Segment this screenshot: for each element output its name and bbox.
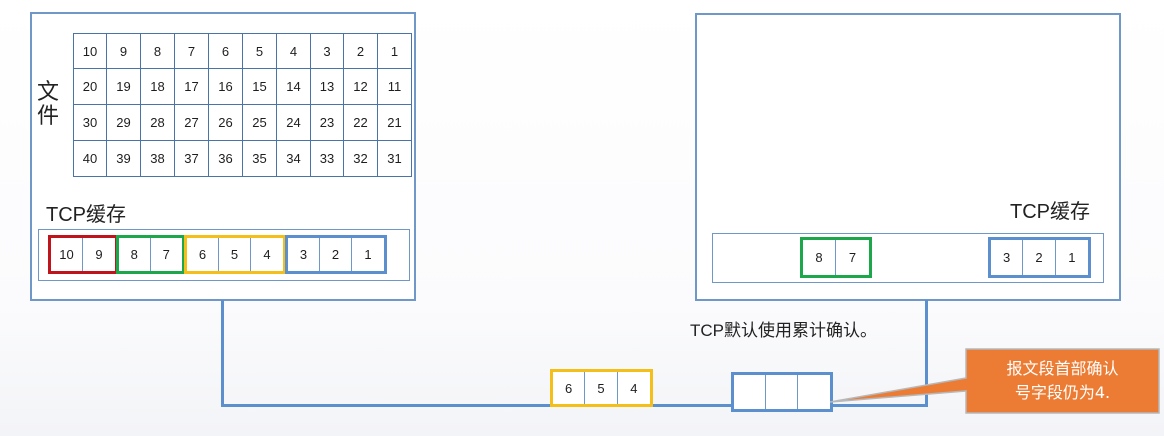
segment-byte-cell: 10: [51, 238, 83, 271]
file-cell: 20: [74, 69, 107, 105]
file-cell: 9: [107, 34, 141, 69]
file-cell: 26: [209, 105, 243, 141]
callout-text: 报文段首部确认 号字段仍为4.: [1006, 359, 1119, 402]
segment-byte-cell: 7: [162, 247, 170, 262]
file-cell: 11: [378, 69, 411, 105]
file-cell: 32: [344, 141, 378, 176]
file-cell: 25: [243, 105, 277, 141]
segment-byte-cell: 3: [991, 240, 1024, 275]
segment-byte-cell: 6: [553, 372, 586, 404]
file-cell: 7: [175, 34, 209, 69]
file-cell: 24: [277, 105, 311, 141]
file-cell: 17: [175, 69, 209, 105]
sender-buffer-title: TCP缓存: [46, 204, 126, 226]
file-cell: 23: [311, 105, 344, 141]
file-cell: 28: [141, 105, 175, 141]
file-cell: 15: [243, 69, 277, 105]
segment-byte-cell: 6: [187, 238, 219, 271]
segment-byte-cell: 2: [1023, 240, 1056, 275]
segment-byte-cell: 7: [848, 250, 857, 265]
segment-byte-cell: [766, 375, 798, 409]
segment-byte-cell: 1: [364, 247, 372, 262]
file-cell: 30: [74, 105, 107, 141]
file-cell: 13: [311, 69, 344, 105]
file-cell: 2: [344, 34, 378, 69]
cumulative-ack-note: TCP默认使用累计确认。: [690, 321, 877, 340]
file-label: 文 件: [36, 80, 59, 129]
file-cell: 37: [175, 141, 209, 176]
link-sender-vertical: [221, 300, 224, 407]
segment-byte-cell: 5: [585, 372, 618, 404]
file-cell: 3: [311, 34, 344, 69]
file-cell: 38: [141, 141, 175, 176]
segment-byte-cell: 9: [95, 247, 103, 262]
link-receiver-vertical: [925, 300, 928, 407]
file-cell: 27: [175, 105, 209, 141]
file-cell: 36: [209, 141, 243, 176]
file-cell: 35: [243, 141, 277, 176]
file-cell: 4: [277, 34, 311, 69]
callout-pointer-balloon: [829, 348, 1160, 414]
segment-byte-cell: 1: [1068, 250, 1076, 265]
segment-byte-cell: 2: [320, 238, 352, 271]
file-cell: 14: [277, 69, 311, 105]
file-cell: 19: [107, 69, 141, 105]
file-cell: 10: [74, 34, 107, 69]
file-cell: 34: [277, 141, 311, 176]
segment-byte-cell: 8: [119, 238, 151, 271]
segment-byte-cell: 8: [803, 240, 836, 275]
segment-byte-cell: 4: [630, 380, 638, 396]
in-transit-ack-segment: [731, 372, 833, 412]
file-cell: 39: [107, 141, 141, 176]
file-cell: 18: [141, 69, 175, 105]
segment-byte-cell: 4: [263, 247, 271, 262]
file-cell: 22: [344, 105, 378, 141]
segment-byte-cell: 3: [288, 238, 320, 271]
file-cell: 8: [141, 34, 175, 69]
file-cell: 31: [387, 151, 402, 166]
file-cell: 5: [243, 34, 277, 69]
segment-byte-cell: [734, 375, 766, 409]
file-cell: 21: [378, 105, 411, 141]
segment-byte-cell: 5: [219, 238, 251, 271]
file-cell: 29: [107, 105, 141, 141]
file-cell: 33: [311, 141, 344, 176]
file-cell: 1: [378, 34, 411, 69]
file-cell: 12: [344, 69, 378, 105]
file-cell: 6: [209, 34, 243, 69]
file-cell: 16: [209, 69, 243, 105]
file-cell: 40: [74, 141, 107, 176]
receiver-buffer-title: TCP缓存: [1010, 201, 1090, 223]
